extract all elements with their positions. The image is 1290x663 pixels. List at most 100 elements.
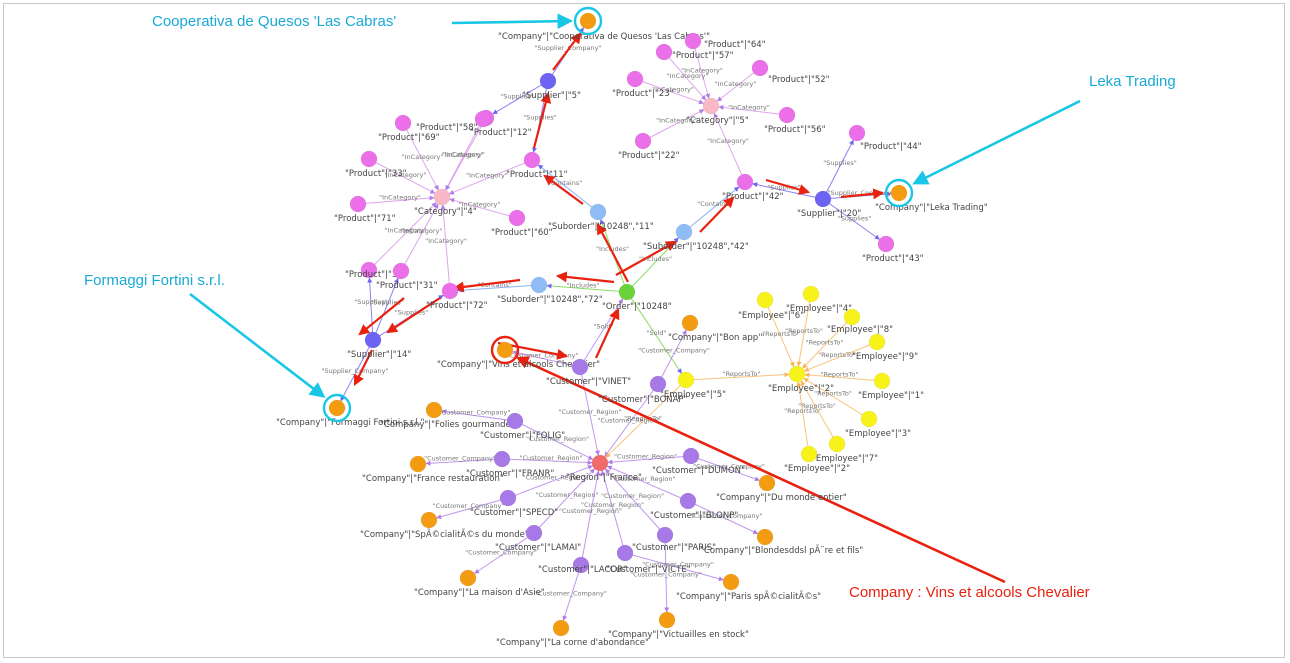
node-circle[interactable] <box>496 341 514 359</box>
graph-node-p42[interactable]: "Product"|"42" <box>722 173 784 202</box>
graph-node-e4[interactable]: "Employee"|"4" <box>786 285 852 314</box>
graph-node-p23[interactable]: "Product"|"23" <box>612 70 674 99</box>
graph-node-e6[interactable]: "Employee"|"6" <box>738 291 804 321</box>
node-circle[interactable] <box>681 314 699 332</box>
graph-node-cff[interactable]: "Company"|"Formaggi Fortini s.r.l." <box>276 399 425 428</box>
graph-node-so42[interactable]: "Suborder"|"10248","42" <box>643 223 749 252</box>
node-circle[interactable] <box>539 72 557 90</box>
node-circle[interactable] <box>328 399 346 417</box>
graph-node-p52[interactable]: "Product"|"52" <box>751 59 830 85</box>
node-circle[interactable] <box>658 611 676 629</box>
graph-node-cdum[interactable]: "Company"|"Du monde entier" <box>716 474 847 503</box>
node-circle[interactable] <box>722 573 740 591</box>
node-circle[interactable] <box>634 132 652 150</box>
node-circle[interactable] <box>349 195 367 213</box>
graph-node-p31[interactable]: "Product"|"31" <box>376 262 438 291</box>
node-circle[interactable] <box>360 261 378 279</box>
graph-node-p72[interactable]: "Product"|"72" <box>426 282 488 311</box>
graph-node-e2[interactable]: "Employee"|"2" <box>784 445 850 474</box>
graph-node-cbon[interactable]: "Company"|"Bon app'" <box>668 314 764 343</box>
graph-node-p60[interactable]: "Product"|"60" <box>491 209 553 238</box>
node-circle[interactable] <box>499 489 517 507</box>
node-circle[interactable] <box>682 447 700 465</box>
graph-node-clt[interactable]: "Company"|"Leka Trading" <box>875 184 988 213</box>
graph-node-cblon[interactable]: "Company"|"Blondesddsl pÃ¨re et fils" <box>700 528 863 556</box>
graph-node-cuvicte[interactable]: "Customer"|"VICTE" <box>606 526 691 575</box>
graph-node-cat5[interactable]: "Category"|"5" <box>686 97 749 126</box>
graph-node-cparis[interactable]: "Company"|"Paris spÃ©cialitÃ©s" <box>676 573 821 602</box>
node-circle[interactable] <box>571 358 589 376</box>
node-circle[interactable] <box>679 492 697 510</box>
node-circle[interactable] <box>474 110 492 128</box>
graph-node-culacor[interactable]: "Customer"|"LACOR" <box>538 556 627 575</box>
graph-node-coq[interactable]: "Company"|"Cooperativa de Quesos 'Las Ca… <box>498 12 710 42</box>
node-circle[interactable] <box>675 223 693 241</box>
node-circle[interactable] <box>868 333 886 351</box>
graph-node-p11[interactable]: "Product"|"11" <box>506 151 568 180</box>
graph-node-cfol[interactable]: "Company"|"Folies gourmandes" <box>380 401 519 430</box>
graph-node-p33[interactable]: "Product"|"33" <box>345 150 407 179</box>
node-circle[interactable] <box>756 291 774 309</box>
node-circle[interactable] <box>684 32 702 50</box>
graph-node-cupaRIS[interactable]: "Customer"|"PARIS" <box>616 543 716 562</box>
node-circle[interactable] <box>677 371 695 389</box>
graph-node-cvins[interactable]: "Company"|"Vins et alcools Chevalier" <box>437 341 600 370</box>
node-circle[interactable] <box>788 365 806 383</box>
graph-node-culamai[interactable]: "Customer"|"LAMAI" <box>495 524 581 553</box>
node-circle[interactable] <box>591 454 609 472</box>
graph-node-p56[interactable]: "Product"|"56" <box>764 106 826 135</box>
node-circle[interactable] <box>508 209 526 227</box>
node-circle[interactable] <box>459 569 477 587</box>
graph-node-e7[interactable]: "Employee"|"7" <box>812 435 878 464</box>
graph-node-e5[interactable]: "Employee"|"5" <box>660 371 726 400</box>
graph-node-cvict[interactable]: "Company"|"Victuailles en stock" <box>608 611 749 640</box>
node-circle[interactable] <box>802 285 820 303</box>
node-circle[interactable] <box>655 43 673 61</box>
node-circle[interactable] <box>626 70 644 88</box>
graph-node-e1[interactable]: "Employee"|"1" <box>858 372 924 401</box>
graph-node-p12[interactable]: "Product"|"12" <box>470 110 532 138</box>
node-circle[interactable] <box>589 203 607 221</box>
graph-node-cublonp[interactable]: "Customer"|"BLONP" <box>650 492 738 521</box>
graph-node-cspec[interactable]: "Company"|"SpÃ©cialitÃ©s du monde" <box>360 511 529 540</box>
graph-node-ord[interactable]: "Order"|"10248" <box>602 283 672 312</box>
node-circle[interactable] <box>702 97 720 115</box>
graph-node-sup5[interactable]: "Supplier"|"5" <box>522 72 581 101</box>
node-circle[interactable] <box>828 435 846 453</box>
graph-node-cfr[interactable]: "Company"|"France restauration" <box>362 455 504 484</box>
node-circle[interactable] <box>758 474 776 492</box>
node-circle[interactable] <box>441 282 459 300</box>
node-circle[interactable] <box>877 235 895 253</box>
node-circle[interactable] <box>618 283 636 301</box>
graph-node-cuspecd[interactable]: "Customer"|"SPECD" <box>470 489 558 518</box>
node-circle[interactable] <box>394 114 412 132</box>
graph-node-cufranr[interactable]: "Customer"|"FRANR" <box>466 450 554 479</box>
node-circle[interactable] <box>409 455 427 473</box>
graph-node-p64[interactable]: "Product"|"64" <box>684 32 766 50</box>
graph-node-sup20[interactable]: "Supplier"|"20" <box>797 190 861 219</box>
graph-node-cuvinet[interactable]: "Customer"|"VINET" <box>546 358 631 387</box>
graph-node-e8[interactable]: "Employee"|"8" <box>827 308 893 335</box>
node-circle[interactable] <box>848 124 866 142</box>
node-circle[interactable] <box>433 188 451 206</box>
node-circle[interactable] <box>736 173 754 191</box>
graph-node-p22[interactable]: "Product"|"22" <box>618 132 680 161</box>
node-circle[interactable] <box>778 106 796 124</box>
node-circle[interactable] <box>616 544 634 562</box>
node-circle[interactable] <box>525 524 543 542</box>
node-circle[interactable] <box>420 511 438 529</box>
graph-node-p69[interactable]: "Product"|"69" <box>378 114 440 143</box>
graph-node-cufolig[interactable]: "Customer"|"FOLIG" <box>480 412 565 441</box>
graph-node-reg[interactable]: "Region"|"France" <box>566 454 642 483</box>
graph-node-e2b[interactable]: "Employee"|"2" <box>768 365 834 394</box>
node-circle[interactable] <box>506 412 524 430</box>
node-circle[interactable] <box>579 12 597 30</box>
graph-node-cat4[interactable]: "Category"|"4" <box>414 188 477 217</box>
node-circle[interactable] <box>756 528 774 546</box>
graph-node-cubona[interactable]: "Customer"|"BONAP" <box>598 375 688 405</box>
node-circle[interactable] <box>800 445 818 463</box>
graph-node-sup14[interactable]: "Supplier"|"14" <box>347 331 411 360</box>
node-circle[interactable] <box>392 262 410 280</box>
graph-node-p32[interactable]: "Product"|"32" <box>345 261 407 280</box>
